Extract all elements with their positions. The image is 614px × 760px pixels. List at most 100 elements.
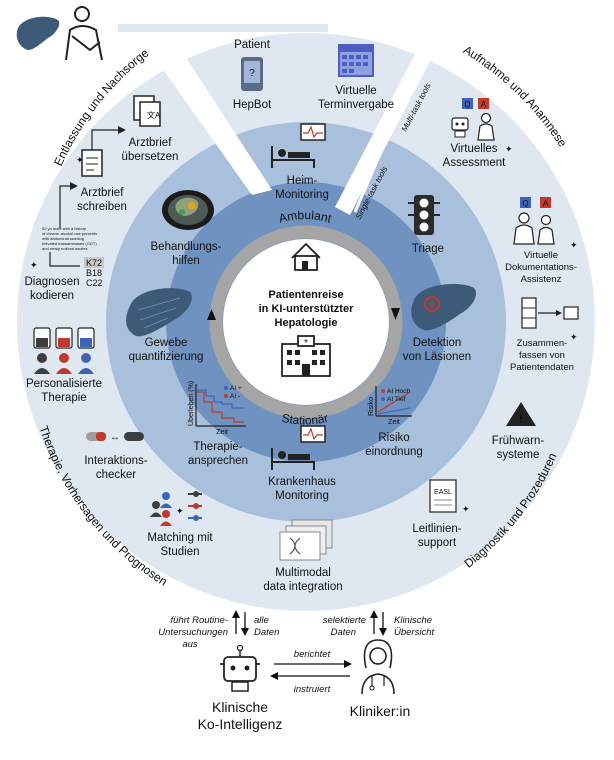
flow-arrow-kodieren — [49, 252, 80, 267]
berichtet-label: berichtet — [294, 649, 331, 660]
svg-text:文A: 文A — [147, 110, 161, 120]
arrowhead — [379, 628, 387, 636]
right-down-2: Übersicht — [394, 627, 434, 638]
risk-legend-tief: AI Tief — [387, 396, 406, 403]
right-down-1: Klinische — [394, 615, 432, 626]
risk-legend-hoch: AI Hoch — [387, 388, 411, 395]
right-up-2: Daten — [331, 627, 356, 638]
gewebe-1: Gewebe — [145, 337, 188, 349]
behandlung-2: hilfen — [172, 255, 200, 267]
svg-text:and newly noticed ascites: and newly noticed ascites — [42, 246, 88, 251]
survival-legend-minus: AI - — [230, 393, 240, 400]
center-title-2: in KI-unterstützter — [259, 303, 354, 315]
traffic-light-icon — [408, 195, 440, 235]
risk-line-hoch — [377, 391, 411, 413]
calendar-icon — [338, 44, 374, 77]
instruiert-label: instruiert — [294, 684, 331, 695]
svg-text:!: ! — [519, 411, 523, 426]
svg-text:of chronic alcohol use present: of chronic alcohol use presents — [42, 231, 97, 236]
arrowhead — [241, 628, 249, 636]
risiko-1: Risiko — [378, 432, 409, 444]
arztbrief-uebersetzen-2: übersetzen — [122, 151, 179, 163]
doc-assistant-icon: Q A — [513, 197, 555, 245]
arztbrief-uebersetzen-1: Arztbrief — [129, 137, 173, 149]
code-c22: C22 — [86, 278, 103, 288]
liver-tissue-icon — [126, 288, 192, 337]
iv-bags-patients-icon — [33, 327, 95, 374]
dna-data-stack-icon — [279, 519, 333, 561]
hospital-icon: * — [281, 335, 331, 377]
flow-arrow-schreiben — [59, 185, 70, 228]
personalisierte-2: Therapie — [41, 392, 86, 404]
virtuelles-assessment-1: Virtuelles — [450, 143, 497, 155]
krankenhaus-1: Krankenhaus — [268, 476, 336, 488]
hepbot-phone-icon: ? — [241, 57, 263, 91]
sparkle-icon: ✦ — [462, 504, 470, 514]
behandlung-1: Behandlungs- — [151, 241, 222, 253]
patient-arm-sling-icon — [65, 6, 103, 61]
arrowhead — [370, 610, 378, 618]
hepbot-label: HepBot — [233, 99, 272, 111]
code-highlight — [84, 257, 104, 268]
survival-ylabel: Überleben (%) — [187, 381, 195, 426]
heim-monitoring-2: Monitoring — [275, 189, 329, 201]
interaktions-1: Interaktions- — [84, 455, 147, 467]
top-band — [118, 24, 328, 32]
ai-robot-icon — [220, 644, 260, 692]
study-matching-icon: ✦ — [150, 491, 202, 526]
ring-arrow-left-icon — [207, 309, 216, 320]
virtuelle-doku-3: Assistenz — [521, 274, 562, 285]
svg-text:Q: Q — [464, 100, 470, 109]
sparkle-icon: ✦ — [76, 155, 84, 165]
svg-text:A: A — [481, 100, 487, 109]
diagnosen-kodieren-1: Diagnosen — [25, 276, 80, 288]
code-b18: B18 — [86, 268, 102, 278]
sparkle-icon: ✦ — [505, 144, 513, 154]
left-up-2: Untersuchungen — [158, 627, 228, 638]
leitlinien-2: support — [418, 537, 457, 549]
personalisierte-1: Personalisierte — [26, 378, 102, 390]
survival-line-ai-plus — [197, 389, 244, 409]
diagnosen-kodieren-2: kodieren — [30, 290, 74, 302]
pills-interaction-icon: ↔ — [86, 432, 144, 443]
clinical-note-text: 50 yo male with a history of chronic alc… — [42, 226, 97, 251]
matching-2: Studien — [160, 546, 199, 558]
ct-scan-icon — [162, 190, 214, 230]
multimodal-2: data integration — [263, 581, 342, 593]
termin-label-1: Virtuelle — [335, 85, 376, 97]
therapieansprechen-2: ansprechen — [188, 455, 248, 467]
fruehwarn-1: Frühwarn- — [492, 435, 545, 447]
risk-ylabel: Risiko — [368, 397, 375, 416]
liver-lesion-icon — [411, 284, 477, 331]
write-document-icon — [81, 149, 103, 177]
clinician-label: Kliniker:in — [350, 703, 411, 719]
summarize-icon — [521, 297, 579, 329]
zusammenfassen-1: Zusammen- — [517, 338, 568, 349]
ai-label-1: Klinische — [212, 699, 268, 715]
code-k72: K72 — [86, 258, 102, 268]
risk-xlabel: Zeit — [388, 419, 400, 426]
ambulant-label: Ambulant — [277, 208, 333, 226]
svg-text:✦: ✦ — [176, 506, 184, 516]
home-bed-monitor-icon — [271, 123, 326, 168]
clinician-icon — [361, 639, 395, 695]
triage-label: Triage — [412, 243, 444, 255]
detektion-1: Detektion — [413, 337, 462, 349]
warning-icon: ! — [506, 402, 536, 426]
center-disc — [223, 239, 389, 405]
left-up-1: führt Routine- — [170, 615, 228, 626]
gray-ring — [209, 225, 403, 419]
svg-text:50 yo male with a history: 50 yo male with a history — [42, 226, 86, 231]
risk-chart: Risiko Zeit AI Hoch AI Tief — [368, 386, 412, 426]
risk-line-tief — [377, 407, 411, 415]
survival-legend-plus: AI + — [230, 385, 242, 392]
patient-liver-icon — [16, 16, 60, 51]
sparkle-icon: ✦ — [30, 260, 38, 270]
termin-label-2: Terminvergabe — [318, 99, 394, 111]
arrowhead — [270, 672, 278, 680]
left-down-2: Daten — [254, 627, 279, 638]
easl-guideline-icon: EASL — [429, 479, 457, 513]
zusammenfassen-2: fassen von — [519, 350, 565, 361]
svg-text:↔: ↔ — [110, 432, 120, 443]
